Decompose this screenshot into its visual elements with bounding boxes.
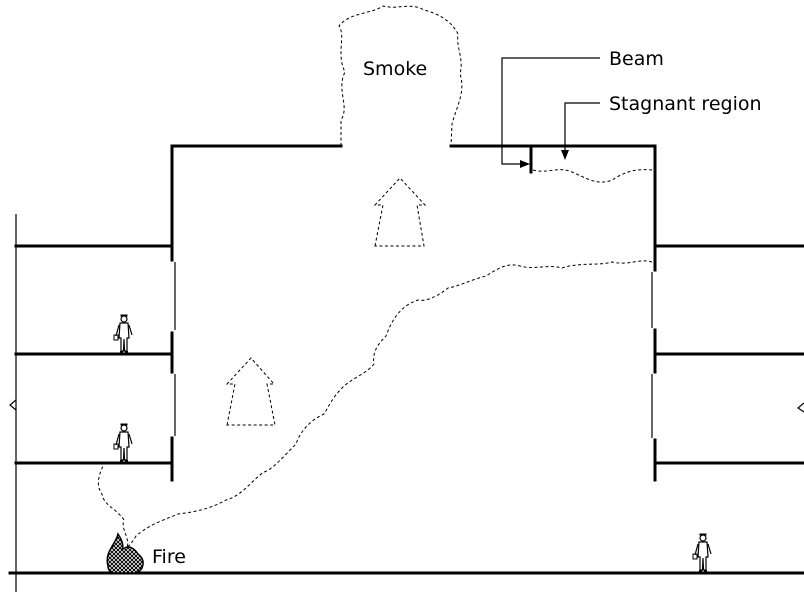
atrium-walls	[170, 144, 657, 482]
stagnant-region-leader	[561, 102, 600, 160]
left-building	[9, 214, 174, 592]
beam-label: Beam	[609, 48, 664, 70]
stagnant-region-label: Stagnant region	[609, 93, 762, 115]
fire-smoke-wisp	[97, 463, 129, 553]
upward-flow-arrow-icon	[373, 177, 427, 247]
person-icon	[113, 313, 133, 353]
fire-label: Fire	[152, 546, 186, 568]
fire-icon	[106, 532, 144, 574]
right-building	[653, 244, 804, 465]
upward-flow-arrow-icon	[225, 357, 276, 426]
person-icon	[113, 422, 133, 462]
smoke-label: Smoke	[363, 58, 427, 80]
stagnant-smoke-outline	[532, 169, 653, 183]
person-icon	[692, 532, 712, 572]
beam-leader	[501, 57, 600, 168]
smoke-boundary	[125, 260, 653, 551]
